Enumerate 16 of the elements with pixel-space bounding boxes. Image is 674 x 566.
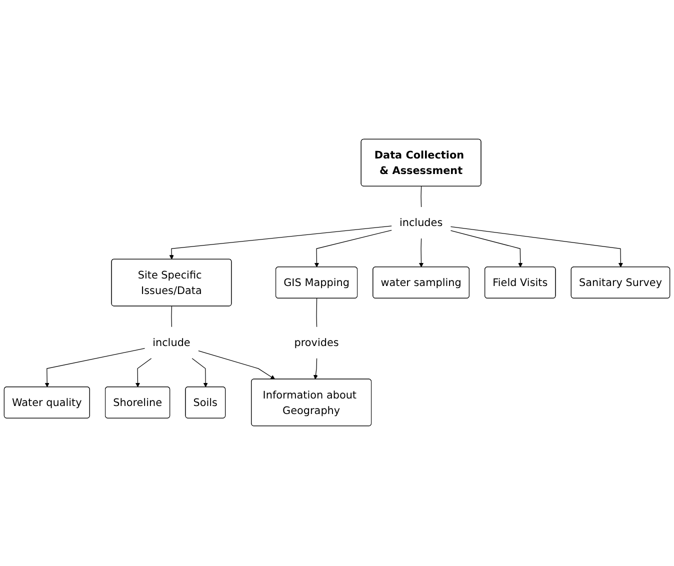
connector	[420, 186, 422, 208]
arrow	[314, 230, 392, 268]
node-text: include	[152, 336, 190, 350]
arrow	[450, 226, 623, 268]
arrow	[44, 348, 146, 388]
arrow	[198, 350, 276, 380]
connector	[316, 298, 318, 328]
node-text: includes	[399, 216, 443, 230]
arrow	[135, 358, 152, 388]
arrow	[450, 230, 523, 268]
arrow	[169, 226, 392, 260]
arrow	[192, 358, 208, 388]
node-text: provides	[294, 336, 339, 350]
arrow	[313, 358, 318, 380]
connector	[171, 306, 172, 328]
arrow	[418, 238, 424, 268]
